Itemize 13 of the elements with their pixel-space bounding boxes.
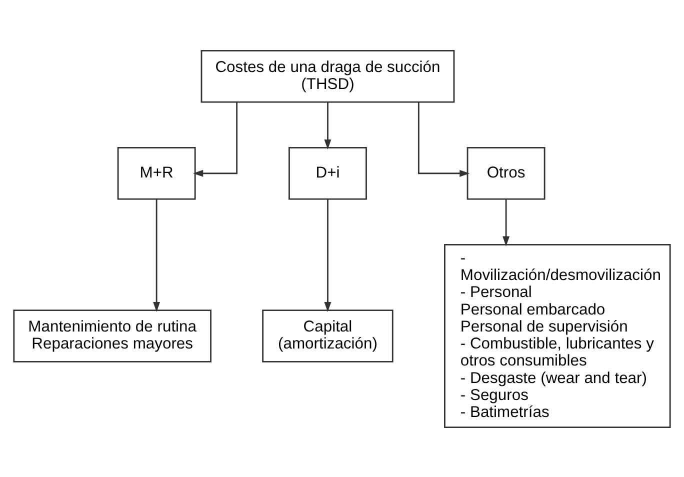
arrow	[193, 102, 238, 176]
arrow	[324, 102, 332, 149]
node-box: Capital (amortización)	[262, 309, 394, 362]
node-box: Mantenimiento de rutina Reparaciones mayores	[13, 309, 212, 362]
node-box: Costes de una draga de succión (THSD)	[200, 50, 455, 102]
arrow	[153, 198, 160, 312]
arrow	[418, 102, 470, 176]
node-box: Otros	[466, 146, 546, 200]
node-box: M+R	[117, 146, 196, 200]
arrow	[502, 198, 510, 246]
node-box: - Movilización/desmovilización - Personal Personal embarcado Personal de supervisión - Combustible, lubricantes y otros consumibles - Desgaste (wear and tear) - Seguros - Batimetrías	[444, 244, 671, 428]
node-box: D+i	[288, 146, 367, 200]
arrow	[324, 198, 332, 312]
